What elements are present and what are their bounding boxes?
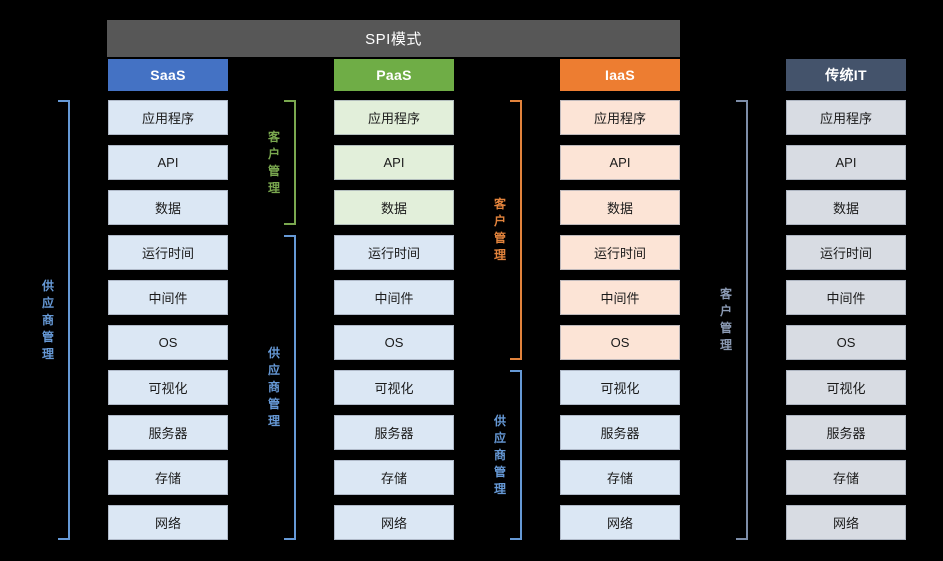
stack-box[interactable]: 网络 bbox=[334, 505, 454, 540]
stack-box[interactable]: 存储 bbox=[560, 460, 680, 495]
bracket-label-char: 管 bbox=[267, 163, 280, 178]
stack-box[interactable]: 网络 bbox=[108, 505, 228, 540]
stack-box[interactable]: 应用程序 bbox=[108, 100, 228, 135]
stack-box[interactable]: 数据 bbox=[108, 190, 228, 225]
bracket-label-paas-vendor: 供应商管理 bbox=[266, 345, 282, 430]
stack-box[interactable]: OS bbox=[108, 325, 228, 360]
bracket-label-char: 理 bbox=[493, 248, 506, 262]
stack-box[interactable]: 运行时间 bbox=[786, 235, 906, 270]
bracket-label-paas-customer: 客户管理 bbox=[266, 129, 282, 197]
bracket-label-char: 商 bbox=[267, 380, 280, 394]
bracket-label-char: 管 bbox=[41, 329, 54, 344]
stack-box[interactable]: 可视化 bbox=[786, 370, 906, 405]
bracket-label-char: 客 bbox=[493, 197, 506, 211]
bracket-label-char: 理 bbox=[719, 338, 732, 352]
stack-box[interactable]: OS bbox=[334, 325, 454, 360]
bracket-label-char: 户 bbox=[267, 146, 280, 161]
stack-box[interactable]: 可视化 bbox=[108, 370, 228, 405]
stack-box[interactable]: 服务器 bbox=[560, 415, 680, 450]
stack-box[interactable]: 运行时间 bbox=[560, 235, 680, 270]
bracket-label-char: 应 bbox=[41, 295, 54, 310]
bracket-label-char: 管 bbox=[719, 321, 732, 335]
stack-box[interactable]: 数据 bbox=[560, 190, 680, 225]
bracket-label-char: 管 bbox=[267, 397, 280, 411]
column-header-traditional[interactable]: 传统IT bbox=[786, 59, 906, 91]
stack-box[interactable]: 网络 bbox=[560, 505, 680, 540]
stack-box[interactable]: 存储 bbox=[786, 460, 906, 495]
bracket-label-char: 理 bbox=[493, 481, 506, 496]
stack-box[interactable]: 应用程序 bbox=[786, 100, 906, 135]
column-header-paas[interactable]: PaaS bbox=[334, 59, 454, 91]
bracket-label-char: 管 bbox=[493, 231, 506, 245]
stack-box[interactable]: 中间件 bbox=[560, 280, 680, 315]
stack-box[interactable]: 中间件 bbox=[334, 280, 454, 315]
stack-box[interactable]: 服务器 bbox=[108, 415, 228, 450]
bracket-trad-customer bbox=[736, 100, 748, 540]
spi-banner: SPI模式 bbox=[107, 20, 680, 57]
stack-box[interactable]: 可视化 bbox=[334, 370, 454, 405]
bracket-label-char: 商 bbox=[493, 447, 506, 462]
bracket-paas-vendor bbox=[284, 235, 296, 540]
bracket-label-char: 供 bbox=[493, 413, 506, 428]
stack-box[interactable]: 存储 bbox=[334, 460, 454, 495]
bracket-label-char: 理 bbox=[267, 414, 280, 428]
bracket-label-char: 应 bbox=[493, 430, 506, 445]
stack-box[interactable]: 网络 bbox=[786, 505, 906, 540]
bracket-iaas-vendor bbox=[510, 370, 522, 540]
bracket-label-char: 户 bbox=[719, 304, 732, 318]
bracket-paas-customer bbox=[284, 100, 296, 225]
stack-box[interactable]: 服务器 bbox=[786, 415, 906, 450]
bracket-label-char: 供 bbox=[267, 346, 280, 360]
stack-box[interactable]: 中间件 bbox=[786, 280, 906, 315]
stack-box[interactable]: 数据 bbox=[786, 190, 906, 225]
bracket-label-char: 理 bbox=[267, 180, 280, 195]
stack-box[interactable]: 运行时间 bbox=[334, 235, 454, 270]
stack-box[interactable]: API bbox=[108, 145, 228, 180]
stack-box[interactable]: 中间件 bbox=[108, 280, 228, 315]
bracket-label-char: 商 bbox=[41, 312, 54, 327]
bracket-label-saas-vendor: 供应商管理 bbox=[40, 278, 56, 363]
bracket-label-char: 应 bbox=[267, 363, 280, 377]
column-header-saas[interactable]: SaaS bbox=[108, 59, 228, 91]
bracket-label-char: 供 bbox=[41, 278, 54, 293]
stack-box[interactable]: API bbox=[560, 145, 680, 180]
bracket-label-char: 管 bbox=[493, 464, 506, 479]
bracket-label-char: 客 bbox=[267, 129, 280, 144]
stack-box[interactable]: 应用程序 bbox=[334, 100, 454, 135]
stack-box[interactable]: API bbox=[786, 145, 906, 180]
stack-box[interactable]: API bbox=[334, 145, 454, 180]
stack-box[interactable]: 可视化 bbox=[560, 370, 680, 405]
bracket-label-char: 理 bbox=[41, 346, 54, 361]
bracket-label-iaas-vendor: 供应商管理 bbox=[492, 413, 508, 498]
stack-box[interactable]: 应用程序 bbox=[560, 100, 680, 135]
bracket-saas-vendor bbox=[58, 100, 70, 540]
bracket-label-char: 客 bbox=[719, 287, 732, 301]
bracket-iaas-customer bbox=[510, 100, 522, 360]
stack-box[interactable]: 运行时间 bbox=[108, 235, 228, 270]
bracket-label-char: 户 bbox=[493, 214, 506, 228]
stack-box[interactable]: OS bbox=[786, 325, 906, 360]
stack-box[interactable]: 存储 bbox=[108, 460, 228, 495]
stack-box[interactable]: 数据 bbox=[334, 190, 454, 225]
bracket-label-iaas-customer: 客户管理 bbox=[492, 196, 508, 264]
stack-box[interactable]: OS bbox=[560, 325, 680, 360]
bracket-label-trad-customer: 客户管理 bbox=[718, 286, 734, 354]
stack-box[interactable]: 服务器 bbox=[334, 415, 454, 450]
column-header-iaas[interactable]: IaaS bbox=[560, 59, 680, 91]
